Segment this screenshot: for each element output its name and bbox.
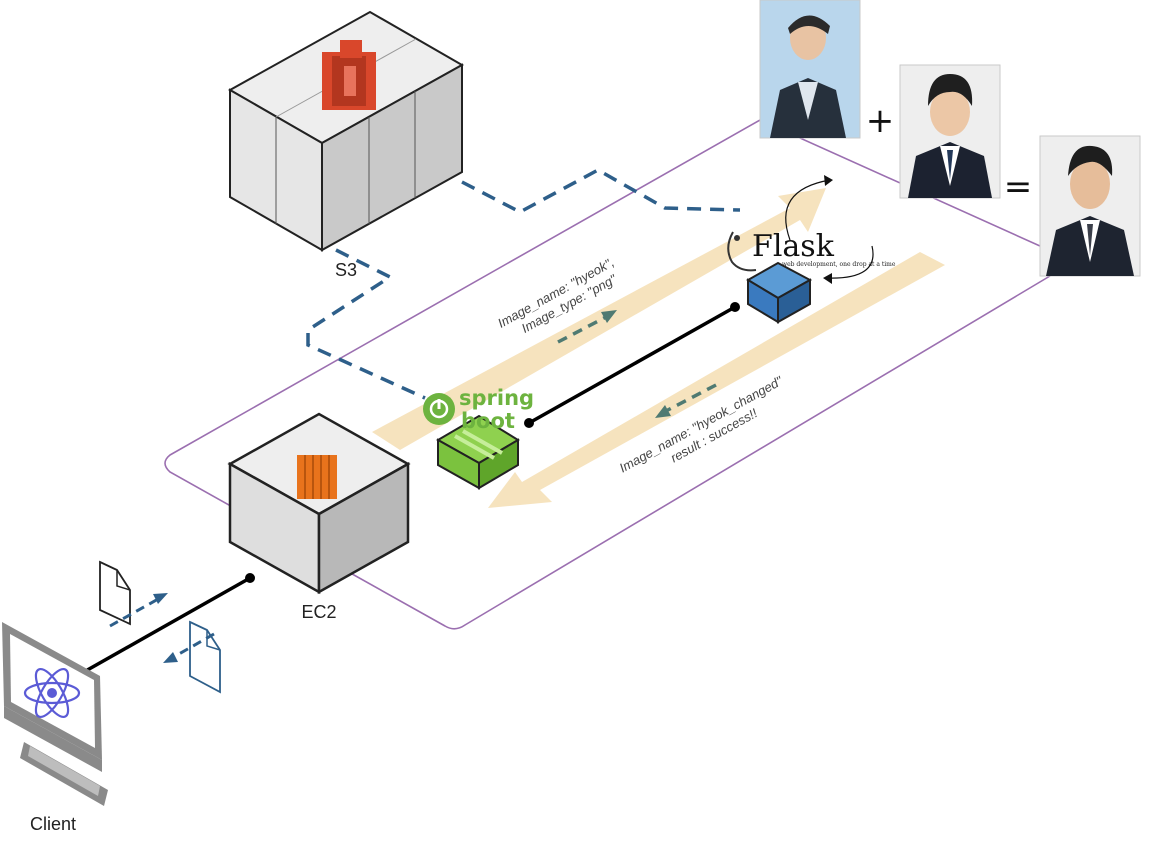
upload-document-icon	[99, 560, 131, 626]
flask-block	[746, 261, 813, 324]
spring-logo-text: spring	[459, 386, 534, 410]
plus-operator: +	[866, 101, 895, 141]
flask-tagline: web development, one drop at a time	[782, 261, 896, 268]
client-label: Client	[30, 814, 76, 834]
react-monitor-icon	[23, 667, 81, 719]
upload-direction-arrow	[109, 593, 168, 628]
curve-arrow-up	[785, 179, 831, 241]
spring-boot-block	[435, 414, 520, 490]
spring-boot-icon	[423, 393, 455, 425]
portrait-photo-2	[899, 64, 1001, 199]
dashed-link-s3-spring	[306, 248, 426, 400]
response-flow-arrow	[488, 252, 945, 508]
s3-label: S3	[335, 260, 357, 280]
portrait-photo-result	[1039, 135, 1141, 277]
request-direction-arrow	[557, 310, 617, 344]
flask-logo-text: Flask	[752, 229, 835, 264]
flask-icon	[727, 231, 757, 272]
ec2-block	[227, 412, 411, 595]
portrait-photo-1	[759, 0, 861, 139]
download-document-icon	[189, 620, 221, 694]
response-direction-arrow	[655, 383, 717, 418]
curve-arrow-down	[825, 245, 874, 279]
s3-block	[227, 10, 465, 252]
ec2-label: EC2	[301, 602, 336, 622]
download-direction-arrow	[163, 632, 215, 663]
s3-bucket-icon	[322, 40, 376, 110]
dashed-link-s3-flask	[461, 168, 741, 214]
boot-logo-text: boot	[461, 409, 515, 433]
request-flow-arrow	[372, 188, 826, 450]
link-spring-flask	[524, 302, 740, 428]
ec2-instance-icon	[297, 455, 337, 499]
equals-operator: =	[1004, 167, 1033, 207]
